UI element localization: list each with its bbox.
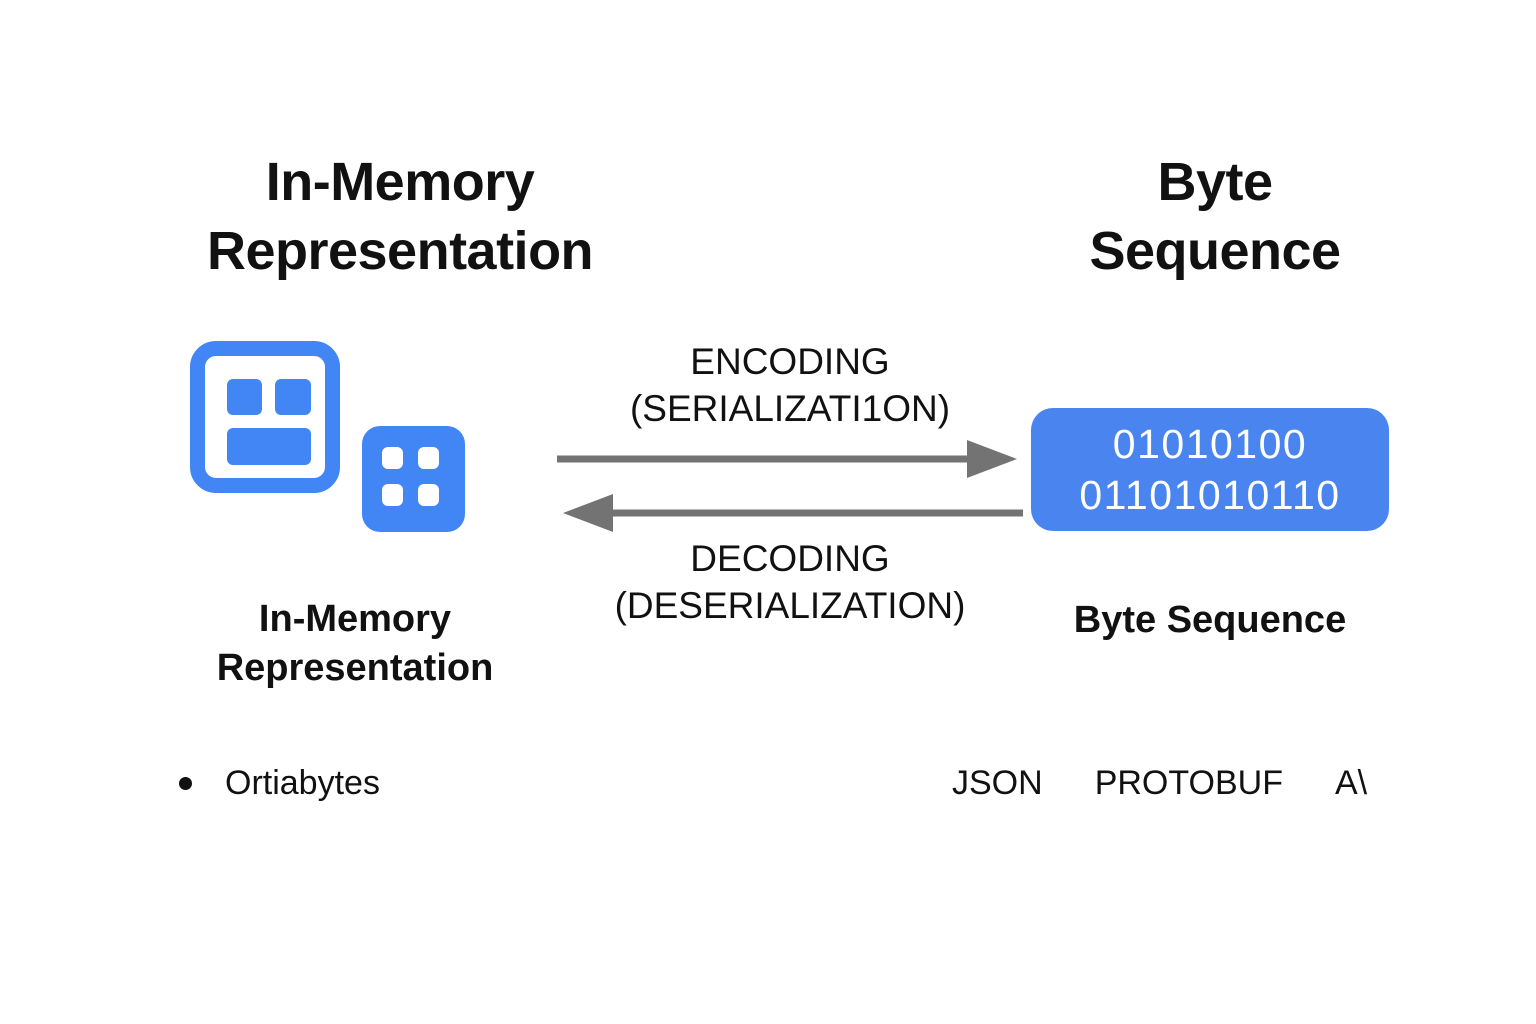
grid-cell-4 — [418, 484, 439, 506]
page-title-left: In-Memory Representation — [206, 152, 594, 282]
memory-cell-top-right — [275, 379, 311, 415]
byte-format-avro: A\ — [1334, 764, 1368, 802]
byte-sequence-line-2: 01101010110 — [1079, 471, 1341, 518]
encoding-arrow-icon — [557, 440, 1017, 478]
encoding-label: ENCODING (SERIALIZATI1ON) — [629, 341, 951, 430]
byte-formats-list: JSON PROTOBUF A\ — [952, 762, 1536, 805]
byte-sequence-line-1: 01010100 — [1112, 421, 1308, 468]
bullet-icon — [179, 777, 192, 790]
byte-sequence-box: 01010100 01101010110 — [1031, 408, 1389, 531]
grid-cell-3 — [382, 484, 403, 506]
grid-cell-2 — [418, 447, 439, 469]
byte-format-json: JSON — [952, 764, 1043, 802]
memory-card-outline-icon — [190, 341, 340, 493]
list-item: Ortiabytes — [175, 762, 655, 805]
memory-grid-icon — [362, 426, 465, 532]
transform-arrows: ENCODING (SERIALIZATI1ON) DECODING (DESE… — [540, 330, 1040, 650]
byte-format-protobuf: PROTOBUF — [1094, 764, 1283, 802]
in-memory-icon-group — [190, 341, 485, 546]
decoding-label: DECODING (DESERIALIZATION) — [614, 538, 966, 627]
grid-cell-1 — [382, 447, 403, 469]
memory-formats-list: Ortiabytes — [175, 762, 655, 805]
memory-format-label: Ortiabytes — [225, 764, 380, 802]
decoding-arrow-icon — [563, 494, 1023, 532]
page-title-right: Byte Sequence — [1089, 152, 1341, 282]
memory-cell-top-left — [227, 379, 262, 415]
caption-in-memory: In-Memory Representation — [216, 598, 494, 690]
memory-cell-bottom-bar — [227, 428, 311, 465]
caption-byte-sequence: Byte Sequence — [1073, 599, 1347, 641]
